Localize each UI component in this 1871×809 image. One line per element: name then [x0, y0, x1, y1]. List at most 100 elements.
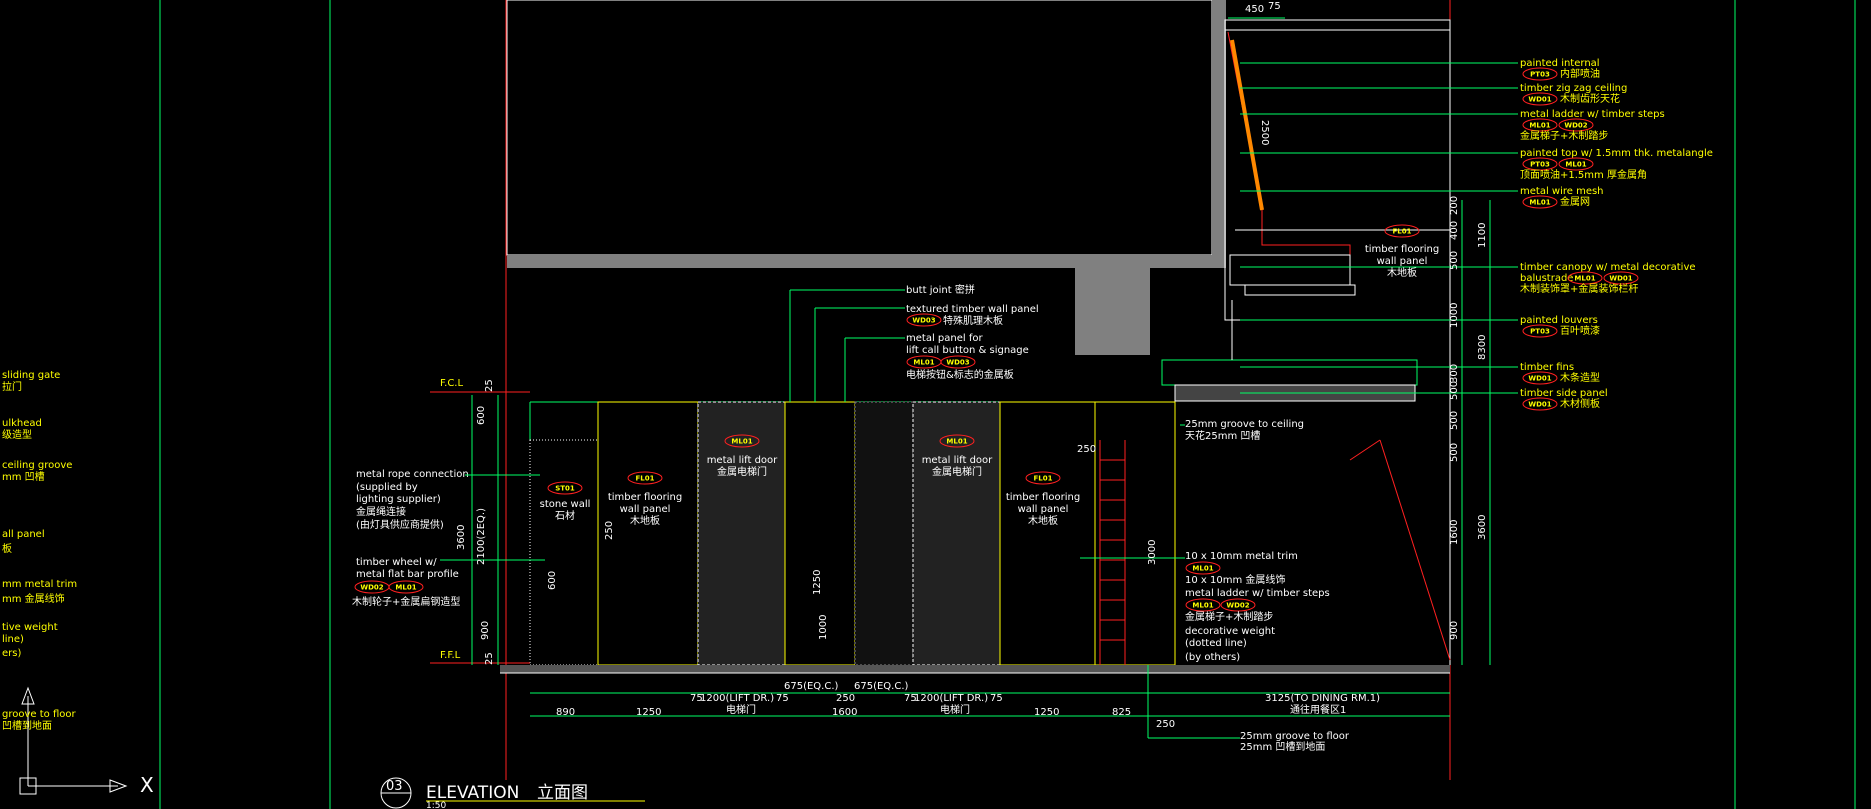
middle-note: textured timber wall panel [906, 304, 1039, 315]
level-mark: F.F.L [440, 650, 461, 661]
bottom-dim: 1250 [1034, 707, 1059, 718]
upper-slab [506, 0, 1226, 355]
material-tag-code: WD03 [912, 317, 935, 325]
material-tag: WD03 [940, 355, 976, 369]
material-tag-code: FL01 [1034, 475, 1053, 483]
elev-note: decorative weight [1185, 626, 1275, 637]
right-dim: 500 [1449, 381, 1460, 400]
bottom-dim: 电梯门 [940, 703, 970, 716]
material-tag-code: WD02 [1564, 122, 1587, 130]
inner-dim: 600 [547, 571, 558, 590]
material-tag-code: ML01 [395, 584, 416, 592]
right-note-cn: 木制装饰罩+金属装饰栏杆 [1520, 282, 1638, 295]
left-note: ers) [2, 648, 21, 659]
main-elevation [500, 401, 1450, 674]
left-dim: 900 [480, 621, 491, 640]
bottom-dim: 75 [990, 693, 1003, 704]
elev-note: 天花25mm 凹槽 [1185, 429, 1260, 442]
left-elev-note: timber wheel w/ [356, 557, 437, 568]
bottom-dim: 825 [1112, 707, 1131, 718]
material-tag: WD02 [1558, 118, 1594, 132]
right-note-en: timber fins [1520, 362, 1574, 373]
bottom-dim: 1200(LIFT DR.) [700, 693, 774, 704]
elev-note: 25mm groove to ceiling [1185, 419, 1304, 430]
inner-dim: 1000 [818, 615, 829, 640]
right-note-cn: 木材侧板 [1560, 397, 1600, 410]
bottom-dim: 75 [776, 693, 789, 704]
middle-note: 特殊肌理木板 [943, 314, 1003, 327]
left-note: 板 [2, 542, 12, 555]
right-note-en: painted louvers [1520, 315, 1598, 326]
material-tag-code: ML01 [1529, 122, 1550, 130]
right-note-cn: 金属网 [1560, 195, 1590, 208]
right-note-cn: 木条造型 [1560, 371, 1600, 384]
bottom-dim: 1600 [832, 707, 857, 718]
bottom-dim: 通往用餐区1 [1290, 703, 1346, 716]
material-tag: WD01 [1522, 92, 1558, 106]
right-dim: 3600 [1477, 515, 1488, 540]
material-tag: ML01 [1567, 271, 1603, 285]
panel-label: wall panel [620, 504, 671, 515]
material-tag: WD01 [1603, 271, 1639, 285]
bottom-dim: 1250 [636, 707, 661, 718]
left-note: sliding gate [2, 370, 60, 381]
inner-dim: 250 [604, 521, 615, 540]
material-tag-code: ML01 [1192, 602, 1213, 610]
bottom-dim: 75 [904, 693, 917, 704]
material-tag: ML01 [939, 434, 975, 448]
bottom-dim: 1200(LIFT DR.) [914, 693, 988, 704]
material-tag: PT03 [1522, 67, 1558, 81]
right-note-en: timber zig zag ceiling [1520, 83, 1627, 94]
bottom-dim: 675(EQ.C.) [854, 681, 909, 692]
material-tag: ML01 [1522, 118, 1558, 132]
elev-note: metal ladder w/ timber steps [1185, 588, 1330, 599]
bottom-dim: 3125(TO DINING RM.1) [1265, 693, 1380, 704]
material-tag-code: WD01 [1528, 401, 1551, 409]
material-tag: WD02 [354, 580, 390, 594]
right-dim: 1100 [1477, 223, 1488, 248]
left-note: all panel [2, 529, 45, 540]
material-tag-code: FL01 [636, 475, 655, 483]
title-scale: 1:50 [426, 801, 446, 809]
right-note-en: timber canopy w/ metal decorative [1520, 262, 1696, 273]
elev-note: 金属梯子+木制踏步 [1185, 610, 1273, 623]
bottom-dim: 75 [690, 693, 703, 704]
left-elev-note: lighting supplier) [356, 494, 441, 505]
left-dim: 3600 [456, 525, 467, 550]
left-note: ulkhead [2, 418, 42, 429]
right-dim: 400 [1449, 221, 1460, 240]
bottom-note: 25mm 凹槽到地面 [1240, 740, 1325, 753]
panel-label: metal lift door [707, 455, 778, 466]
bottom-note: 25mm groove to floor [1240, 731, 1350, 742]
axis-x-label: X [140, 773, 154, 797]
left-note: mm 凹槽 [2, 470, 45, 483]
left-note: mm metal trim [2, 579, 77, 590]
right-dim: 8300 [1477, 335, 1488, 360]
left-elevation-notes: metal rope connection(supplied bylightin… [352, 469, 545, 608]
right-note-cn: 内部喷油 [1560, 67, 1600, 80]
material-tag: ML01 [388, 580, 424, 594]
panel-label: 木地板 [1028, 514, 1058, 527]
material-tag-code: WD01 [1609, 275, 1632, 283]
material-tag-code: ML01 [1565, 161, 1586, 169]
left-elev-note: 金属绳连接 [356, 505, 406, 518]
material-tag: ML01 [1558, 157, 1594, 171]
top-dim: 75 [1268, 1, 1281, 12]
material-tag: PT03 [1522, 157, 1558, 171]
material-tag: ML01 [1185, 561, 1221, 575]
left-note: groove to floor [2, 709, 76, 720]
stair-dim: 2500 [1259, 120, 1270, 145]
right-dim: 1000 [1449, 303, 1460, 328]
title-number: 03 [386, 779, 403, 794]
material-tag: ML01 [906, 355, 942, 369]
material-tag-code: FL01 [1393, 228, 1412, 236]
left-note: line) [2, 634, 24, 645]
material-tag-code: PT03 [1530, 71, 1550, 79]
panel-label: timber flooring [1006, 492, 1080, 503]
left-dim: 25 [484, 652, 495, 665]
material-tag-code: WD02 [1226, 602, 1249, 610]
